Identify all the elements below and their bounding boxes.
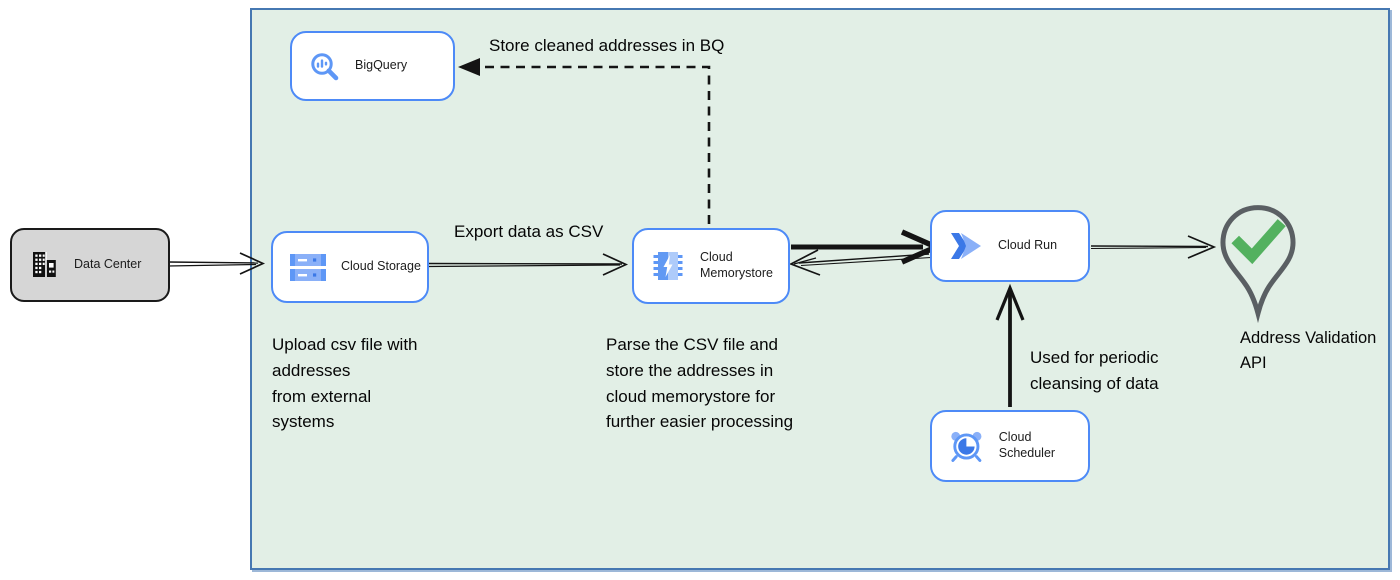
node-label-cloud-scheduler: Cloud Scheduler (998, 430, 1056, 460)
node-label-data-center: Data Center (74, 257, 142, 272)
cloud-run-icon (951, 233, 981, 259)
map-pin-icon (1220, 205, 1296, 324)
note-store-cleaned-bq: Store cleaned addresses in BQ (489, 36, 725, 55)
memorystore-icon (653, 252, 683, 280)
node-bigquery[interactable]: BigQuery (290, 31, 455, 101)
building-icon (33, 252, 56, 277)
gcp-boundary-box (250, 8, 1390, 570)
node-cloud-memorystore[interactable]: Cloud Memorystore (632, 228, 790, 304)
arrow-datacenter-to-storage (167, 252, 266, 275)
label-address-validation-api: Address Validation API (1240, 329, 1377, 373)
cloud-scheduler-icon (951, 431, 982, 462)
node-cloud-scheduler[interactable]: Cloud Scheduler (930, 410, 1090, 482)
node-label-bigquery: BigQuery (355, 58, 408, 73)
note-export-csv: Export data as CSV (454, 222, 604, 241)
node-data-center[interactable]: Data Center (10, 228, 170, 302)
note-periodic-cleansing: Used for periodic cleansing of data (1030, 348, 1159, 393)
note-upload-csv: Upload csv file with addresses from exte… (272, 335, 418, 432)
node-cloud-storage[interactable]: Cloud Storage (271, 231, 429, 303)
bigquery-icon (311, 52, 339, 80)
node-cloud-run[interactable]: Cloud Run (930, 210, 1090, 282)
node-label-cloud-storage: Cloud Storage (341, 259, 421, 274)
cloud-storage-icon (290, 253, 326, 281)
checkmark-icon (1231, 219, 1286, 265)
node-address-validation[interactable] (1220, 205, 1296, 329)
node-label-cloud-run: Cloud Run (998, 238, 1058, 253)
node-label-cloud-memorystore: Cloud Memorystore (700, 250, 773, 280)
note-parse-csv: Parse the CSV file and store the address… (606, 335, 794, 432)
